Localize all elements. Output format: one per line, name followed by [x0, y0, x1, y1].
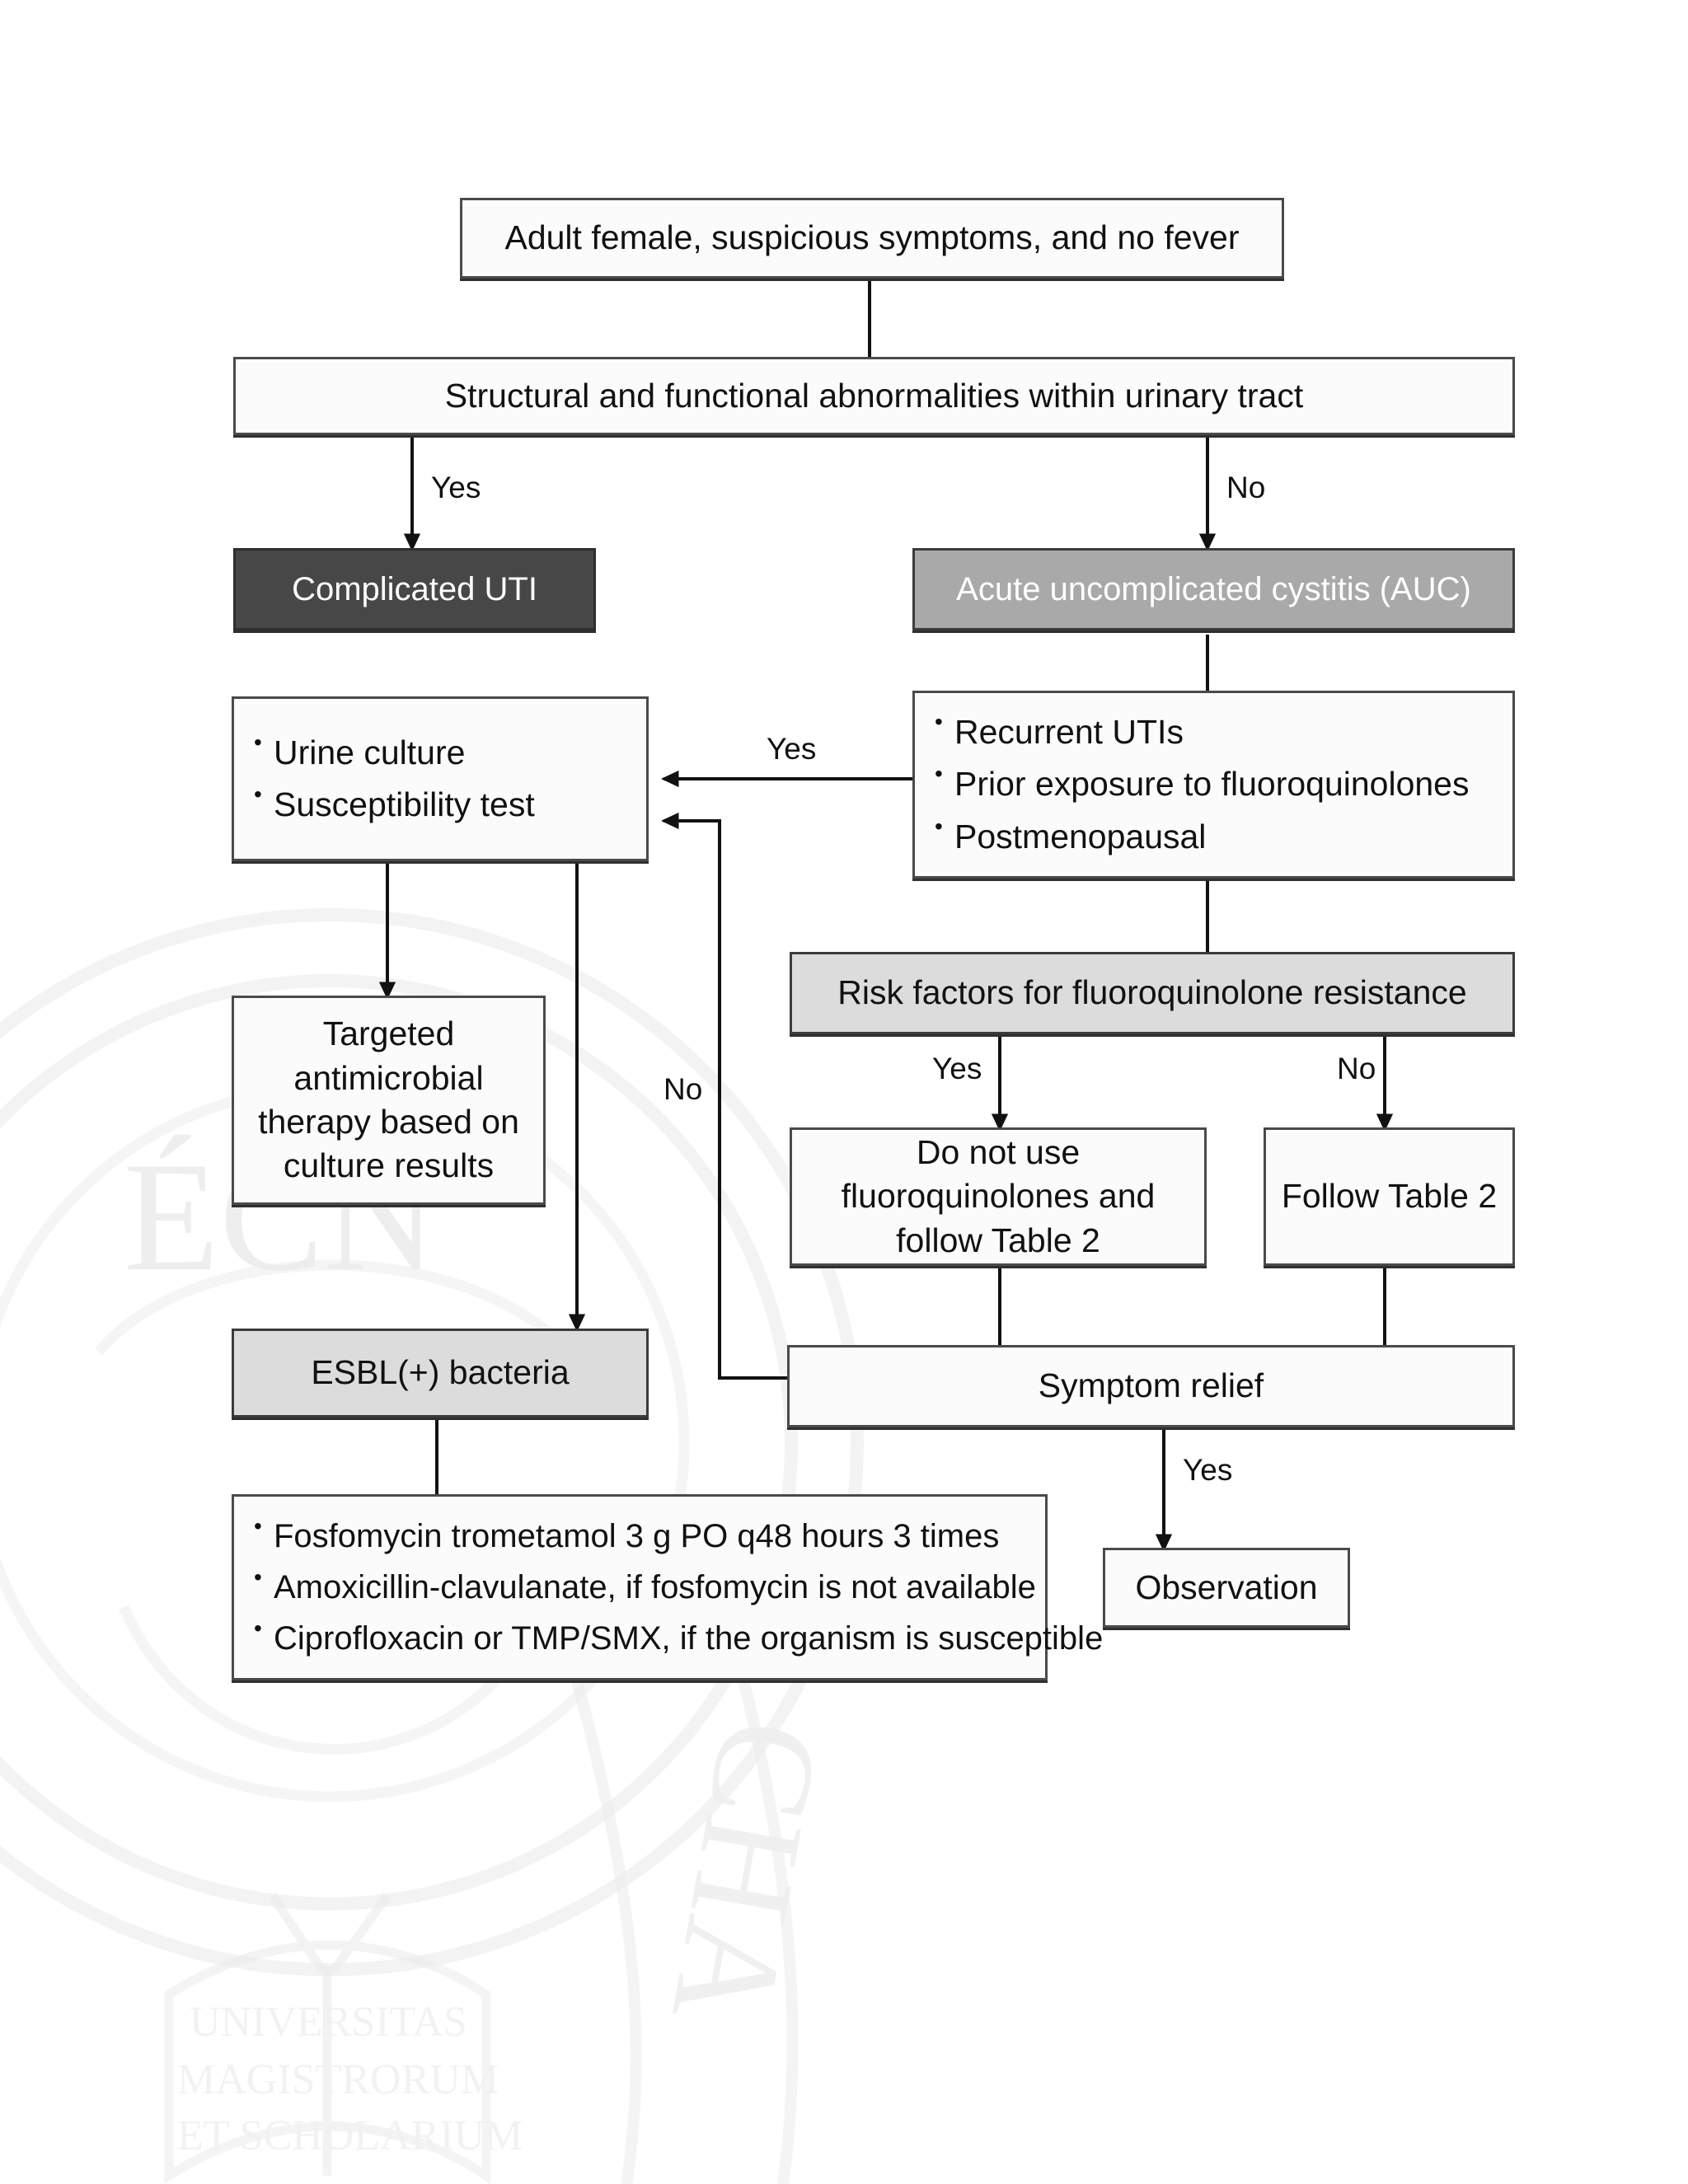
- edge-label-criteria-no: No: [663, 1072, 703, 1106]
- node-complicated-uti[interactable]: Complicated UTI: [233, 548, 596, 630]
- edge-label-risk-no: No: [1337, 1052, 1376, 1085]
- edge-label-criteria-yes: Yes: [767, 732, 817, 766]
- node-structural-label: Structural and functional abnormalities …: [444, 376, 1304, 415]
- node-risk-factors[interactable]: Risk factors for fluoroquinolone resista…: [790, 952, 1515, 1034]
- list-item: Prior exposure to fluoroquinolones: [930, 762, 1501, 806]
- list-item: Amoxicillin-clavulanate, if fosfomycin i…: [249, 1565, 1037, 1609]
- edge-label-structural-no: No: [1226, 471, 1266, 504]
- node-targeted-therapy[interactable]: Targeted antimicrobial therapy based on …: [232, 996, 546, 1205]
- node-esbl-bacteria[interactable]: ESBL(+) bacteria: [232, 1329, 649, 1418]
- node-do-not-use-fluoroquinolones[interactable]: Do not use fluoroquinolones and follow T…: [790, 1127, 1207, 1266]
- node-esbl-treatment[interactable]: Fosfomycin trometamol 3 g PO q48 hours 3…: [232, 1494, 1103, 1680]
- list-item: Ciprofloxacin or TMP/SMX, if the organis…: [249, 1616, 1103, 1660]
- list-item: Fosfomycin trometamol 3 g PO q48 hours 3…: [249, 1514, 1037, 1558]
- node-urine-culture[interactable]: Urine culture Susceptibility test: [232, 696, 649, 861]
- node-symptom-relief-label: Symptom relief: [1038, 1366, 1264, 1405]
- node-observation-label: Observation: [1135, 1568, 1318, 1606]
- node-follow-table-2[interactable]: Follow Table 2: [1264, 1127, 1515, 1266]
- node-follow-table2-label: Follow Table 2: [1281, 1177, 1498, 1216]
- node-symptom-relief[interactable]: Symptom relief: [787, 1345, 1515, 1427]
- node-auc-criteria[interactable]: Recurrent UTIs Prior exposure to fluoroq…: [912, 691, 1515, 879]
- node-esbl-label: ESBL(+) bacteria: [311, 1353, 570, 1392]
- node-auc-label: Acute uncomplicated cystitis (AUC): [956, 571, 1471, 607]
- node-risk-factors-label: Risk factors for fluoroquinolone resista…: [837, 973, 1467, 1012]
- node-observation[interactable]: Observation: [1103, 1548, 1350, 1628]
- node-auc-criteria-list: Recurrent UTIs Prior exposure to fluoroq…: [926, 710, 1501, 859]
- node-no-fq-label: Do not use fluoroquinolones and follow T…: [841, 1133, 1156, 1259]
- edge-label-risk-yes: Yes: [932, 1052, 982, 1085]
- list-item: Recurrent UTIs: [930, 710, 1501, 754]
- node-urine-culture-list: Urine culture Susceptibility test: [246, 730, 635, 827]
- node-targeted-therapy-label: Targeted antimicrobial therapy based on …: [258, 1015, 519, 1185]
- node-esbl-treatment-list: Fosfomycin trometamol 3 g PO q48 hours 3…: [246, 1514, 1103, 1660]
- list-item: Postmenopausal: [930, 814, 1501, 859]
- edge-label-relief-yes: Yes: [1183, 1453, 1233, 1487]
- node-complicated-uti-label: Complicated UTI: [292, 571, 537, 607]
- node-structural-abnormalities[interactable]: Structural and functional abnormalities …: [233, 357, 1515, 435]
- node-start-label: Adult female, suspicious symptoms, and n…: [504, 218, 1240, 257]
- list-item: Urine culture: [249, 730, 635, 775]
- node-start[interactable]: Adult female, suspicious symptoms, and n…: [460, 198, 1284, 279]
- list-item: Susceptibility test: [249, 782, 635, 827]
- node-acute-uncomplicated-cystitis[interactable]: Acute uncomplicated cystitis (AUC): [912, 548, 1515, 630]
- edge-label-structural-yes: Yes: [431, 471, 481, 504]
